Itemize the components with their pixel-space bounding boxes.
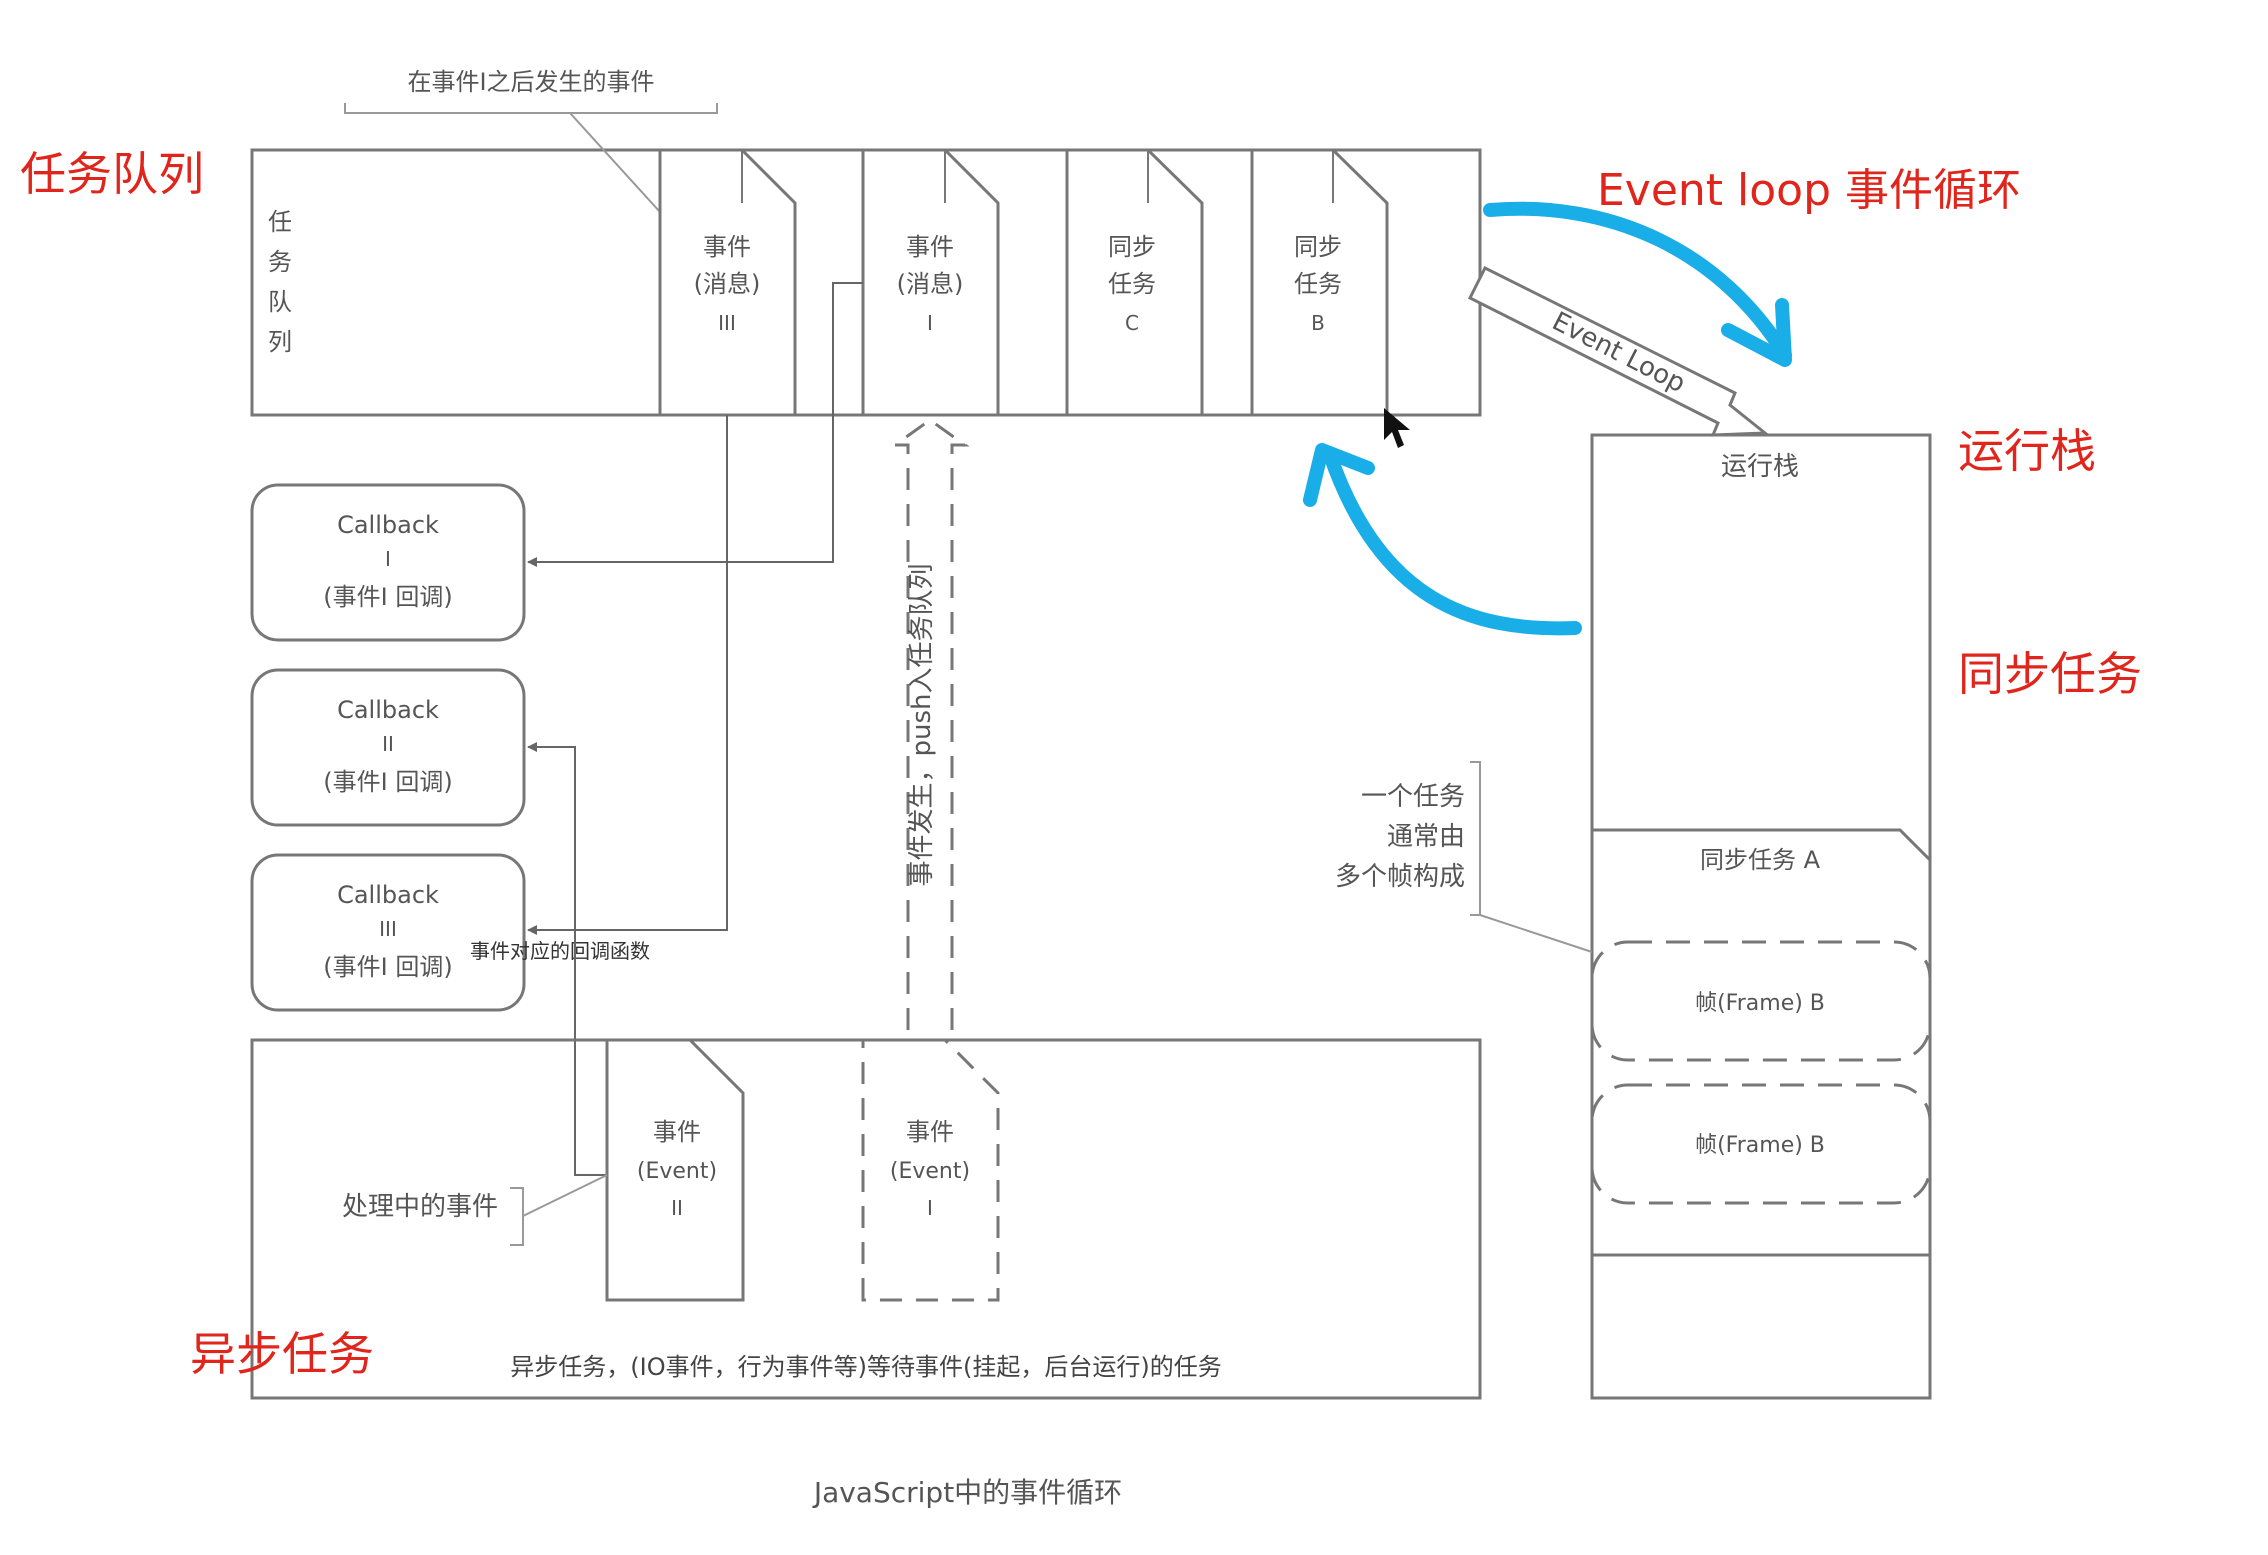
frame-b-2 — [1590, 1083, 1932, 1205]
event-ii-line-2: (Event) — [637, 1159, 717, 1184]
cell-3-line-3: C — [1125, 311, 1139, 335]
annotation-async-tasks: 异步任务 — [190, 1327, 374, 1381]
event-i-line-1: 事件 — [906, 1118, 954, 1146]
cell-4-line-3: B — [1311, 311, 1325, 335]
callback-iii-title: Callback — [337, 881, 439, 909]
after-event-note: 在事件I之后发生的事件 — [407, 68, 654, 96]
connector-event-ii-to-callback-ii — [527, 742, 607, 1176]
callback-ii: Callback II (事件I 回调) — [250, 668, 526, 827]
async-caption: 异步任务，(IO事件，行为事件等)等待事件(挂起，后台运行)的任务 — [510, 1353, 1221, 1381]
task-note-line-1: 一个任务 — [1361, 782, 1465, 812]
callback-ii-id: II — [382, 732, 394, 756]
run-stack: 运行栈 同步任务 A 帧(Frame) B 帧(Frame) B 一个任务 通常… — [1335, 433, 1932, 1400]
task-note-line-2: 通常由 — [1387, 822, 1465, 852]
callback-i: Callback I (事件I 回调) — [250, 483, 526, 642]
figure-caption: JavaScript中的事件循环 — [812, 1476, 1122, 1509]
event-loop-arrow: Event Loop — [1467, 265, 1770, 437]
cell-4-line-2: 任务 — [1294, 270, 1342, 298]
sync-task-a-label: 同步任务 A — [1700, 846, 1821, 874]
queue-char-2: 务 — [268, 248, 292, 276]
callback-iii-id: III — [379, 917, 397, 941]
annotation-sync-tasks: 同步任务 — [1958, 647, 2142, 701]
blue-arrow-to-stack — [1483, 201, 1792, 362]
queue-char-3: 队 — [268, 288, 292, 316]
callback-boxes: Callback I (事件I 回调) Callback II (事件I 回调)… — [250, 483, 650, 1012]
connector-message-iii-to-callback-iii — [527, 415, 728, 935]
queue-cell-message-i: 事件 (消息) I — [861, 148, 1000, 415]
event-i-line-3: I — [927, 1196, 933, 1220]
queue-cell-sync-b: 同步 任务 B — [1250, 148, 1389, 415]
annotation-event-loop: Event loop 事件循环 — [1597, 165, 2021, 216]
processing-brace — [510, 1174, 608, 1246]
callback-i-id: I — [385, 547, 391, 571]
blue-arrowhead-to-queue — [1303, 443, 1375, 507]
cell-1-line-1: 事件 — [703, 233, 751, 261]
blue-loop-arrows — [1303, 201, 1792, 636]
connectors — [527, 282, 863, 1176]
sync-task-a-box — [1592, 828, 1932, 1257]
frame-b-1-label: 帧(Frame) B — [1695, 991, 1825, 1016]
queue-cell-message-iii: 事件 (消息) III — [658, 148, 797, 415]
callback-fn-note: 事件对应的回调函数 — [470, 939, 650, 963]
mouse-cursor-icon — [1384, 408, 1410, 448]
processing-note: 处理中的事件 — [342, 1192, 498, 1222]
push-arrow: 事件发生，push入任务队列 — [890, 418, 970, 1030]
async-area: 事件 (Event) II 事件 (Event) I 处理中的事件 异步任务，(… — [250, 1038, 1482, 1400]
blue-arrowhead-to-stack — [1721, 298, 1792, 367]
blue-arrow-to-queue — [1323, 448, 1582, 636]
cell-3-line-1: 同步 — [1108, 233, 1156, 261]
push-note: 事件发生，push入任务队列 — [907, 563, 937, 886]
cell-1-line-3: III — [718, 311, 736, 335]
event-i-line-2: (Event) — [890, 1159, 970, 1184]
red-annotations: 任务队列 Event loop 事件循环 运行栈 同步任务 异步任务 — [20, 147, 2142, 1381]
cell-2-line-3: I — [927, 311, 933, 335]
task-note-brace — [1470, 761, 1593, 953]
annotation-run-stack: 运行栈 — [1958, 424, 2096, 478]
event-ii-line-3: II — [671, 1196, 683, 1220]
callback-iii: Callback III (事件I 回调) — [250, 853, 526, 1012]
callback-i-title: Callback — [337, 511, 439, 539]
cell-3-line-2: 任务 — [1108, 270, 1156, 298]
task-note: 一个任务 通常由 多个帧构成 — [1335, 782, 1465, 892]
frame-b-2-label: 帧(Frame) B — [1695, 1133, 1825, 1158]
event-ii-card: 事件 (Event) II — [605, 1038, 745, 1302]
annotation-task-queue: 任务队列 — [20, 147, 204, 201]
frame-b-1 — [1590, 940, 1932, 1062]
cell-2-line-2: (消息) — [897, 270, 964, 298]
event-ii-line-1: 事件 — [653, 1118, 701, 1146]
callback-iii-desc: (事件I 回调) — [323, 953, 452, 981]
after-event-brace — [344, 103, 718, 114]
event-i-card: 事件 (Event) I — [861, 1038, 1000, 1302]
callback-ii-desc: (事件I 回调) — [323, 768, 452, 796]
cell-4-line-1: 同步 — [1294, 233, 1342, 261]
queue-cell-sync-c: 同步 任务 C — [1065, 148, 1204, 415]
run-stack-title: 运行栈 — [1721, 452, 1799, 482]
task-note-line-3: 多个帧构成 — [1335, 862, 1465, 892]
cell-2-line-1: 事件 — [906, 233, 954, 261]
after-event-leader — [569, 112, 661, 213]
queue-char-1: 任 — [268, 208, 292, 236]
callback-ii-title: Callback — [337, 696, 439, 724]
task-queue: 任 务 队 列 在事件I之后发生的事件 事件 (消息) III 事件 (消息) … — [250, 68, 1482, 417]
connector-message-i-to-callback-i — [527, 282, 863, 567]
callback-i-desc: (事件I 回调) — [323, 583, 452, 611]
event-loop-arrow-label: Event Loop — [1547, 307, 1690, 400]
cell-1-line-2: (消息) — [694, 270, 761, 298]
task-queue-vertical-label: 任 务 队 列 — [268, 208, 292, 356]
queue-char-4: 列 — [268, 328, 292, 356]
